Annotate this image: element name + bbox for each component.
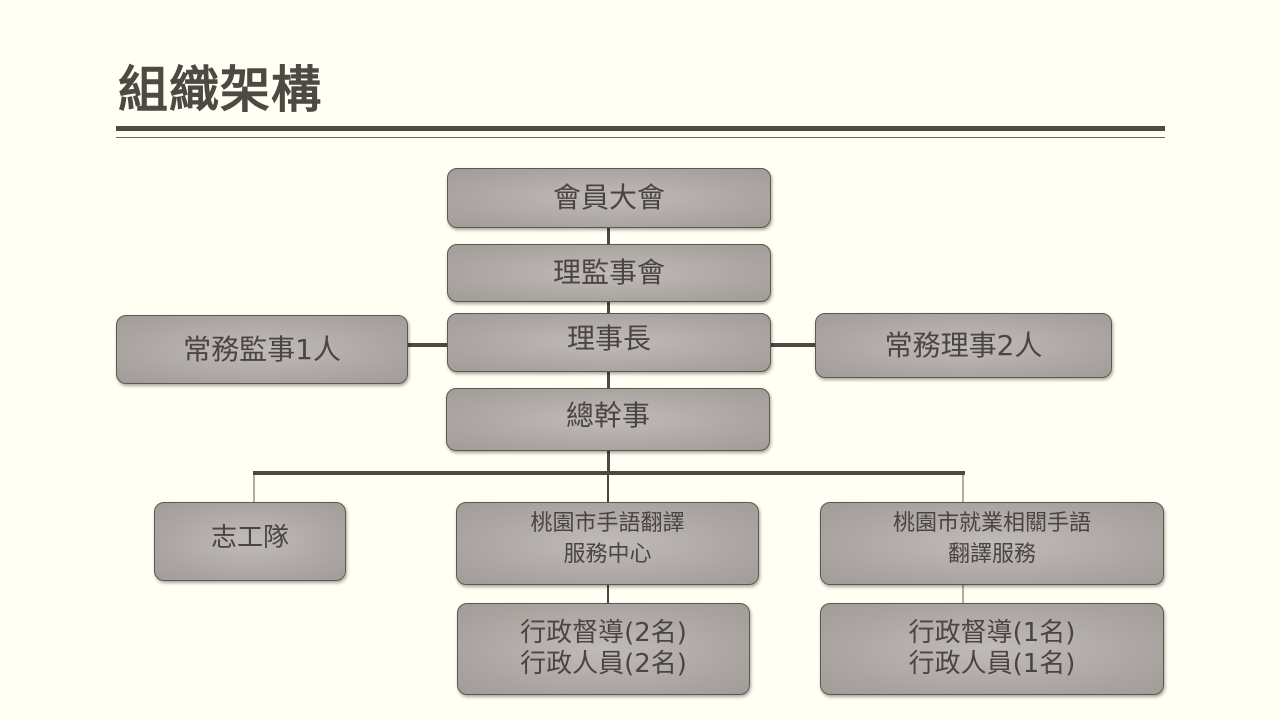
connector-volunteer — [253, 475, 255, 503]
node-label-line2: 行政人員(1名) — [908, 649, 1076, 679]
node-label: 會員大會 — [552, 181, 665, 215]
node-label-line2: 翻譯服務 — [947, 541, 1036, 567]
connector-branch-horizontal — [253, 471, 965, 475]
connector-side-horizontal-left — [408, 343, 448, 347]
node-general-assembly: 會員大會 — [447, 168, 771, 228]
node-label-line1: 桃園市就業相關手語 — [892, 511, 1091, 537]
node-standing-supervisor: 常務監事1人 — [116, 315, 408, 384]
node-translation-center: 桃園市手語翻譯 服務中心 — [456, 502, 759, 585]
connector-side-horizontal-right — [771, 343, 815, 347]
node-label-line2: 行政人員(2名) — [520, 649, 687, 679]
node-translation-center-staff: 行政督導(2名) 行政人員(2名) — [457, 603, 750, 695]
node-chairman: 理事長 — [447, 313, 771, 372]
node-label: 志工隊 — [210, 522, 289, 553]
node-volunteer-team: 志工隊 — [154, 502, 346, 581]
node-employment-service: 桃園市就業相關手語 翻譯服務 — [820, 502, 1164, 585]
node-label: 常務監事1人 — [183, 332, 341, 366]
slide-title: 組織架構 — [118, 61, 322, 119]
title-divider-thin — [116, 137, 1165, 138]
node-standing-directors: 常務理事2人 — [815, 313, 1112, 378]
node-secretary-general: 總幹事 — [446, 388, 770, 451]
node-label: 理事長 — [566, 321, 651, 355]
title-divider-thick — [116, 126, 1165, 131]
connector-center — [607, 475, 609, 503]
node-employment-service-staff: 行政督導(1名) 行政人員(1名) — [820, 603, 1164, 695]
node-label: 常務理事2人 — [884, 328, 1043, 362]
node-label: 理監事會 — [552, 256, 665, 290]
node-label: 總幹事 — [565, 398, 650, 432]
connector-employment-staff — [962, 585, 964, 604]
node-label-line1: 桃園市手語翻譯 — [530, 511, 685, 537]
node-label-line1: 行政督導(1名) — [908, 617, 1076, 648]
connector-employment — [962, 475, 964, 503]
connector-center-staff — [607, 585, 609, 604]
node-label-line2: 服務中心 — [563, 541, 652, 567]
node-label-line1: 行政督導(2名) — [520, 617, 687, 648]
node-board: 理監事會 — [447, 244, 771, 302]
